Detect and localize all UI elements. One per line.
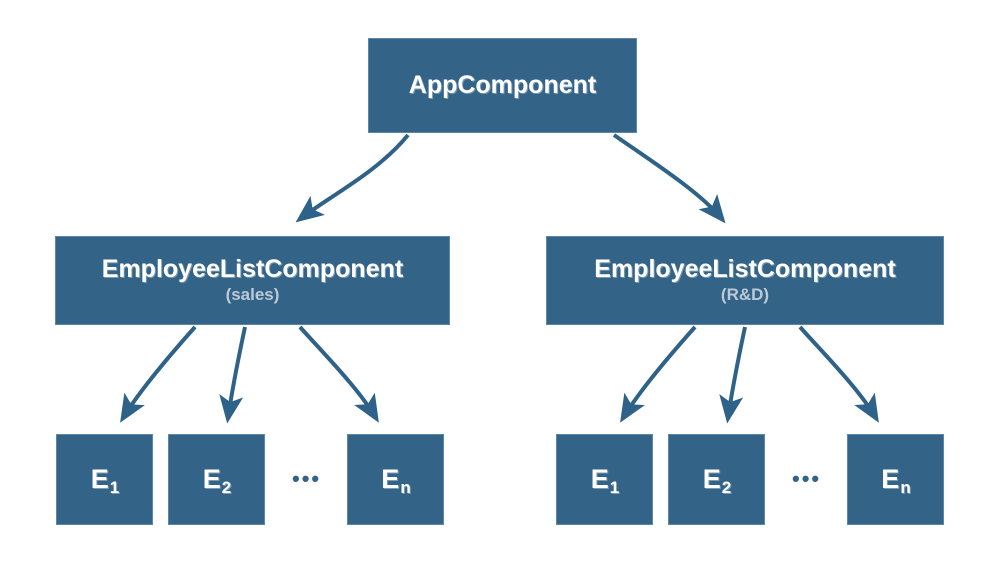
node-employee-sales-n[interactable]: En <box>347 434 444 525</box>
ellipsis-sales: ••• <box>292 466 322 491</box>
node-employee-list-component-rd[interactable]: EmployeeListComponent (R&D) <box>546 236 944 325</box>
ellipsis-rd: ••• <box>792 466 822 491</box>
edge-rd-to-e2 <box>719 326 747 424</box>
node-employee-list-component-rd-subtitle: (R&D) <box>720 285 770 305</box>
node-employee-rd-n-label: En <box>881 463 911 497</box>
node-employee-sales-2[interactable]: E2 <box>168 434 265 525</box>
edge-sales-to-e1 <box>120 325 197 423</box>
node-employee-sales-1[interactable]: E1 <box>56 434 153 525</box>
node-employee-sales-1-label: E1 <box>90 463 120 497</box>
edge-rd-to-en <box>798 325 879 423</box>
edge-rd-to-e1 <box>620 325 697 423</box>
node-employee-rd-1[interactable]: E1 <box>556 434 653 525</box>
node-employee-list-component-sales-label: EmployeeListComponent <box>101 254 404 283</box>
node-employee-rd-2-label: E2 <box>702 463 732 497</box>
node-employee-list-component-sales-subtitle: (sales) <box>225 285 280 305</box>
edge-sales-to-e2 <box>219 326 247 424</box>
edge-app-to-sales <box>295 133 410 223</box>
node-app-component[interactable]: AppComponent <box>368 38 637 133</box>
node-employee-list-component-sales[interactable]: EmployeeListComponent (sales) <box>55 236 450 325</box>
edge-app-to-rd <box>612 133 726 224</box>
node-app-component-label: AppComponent <box>408 70 597 99</box>
edge-sales-to-en <box>298 325 379 423</box>
node-employee-sales-n-label: En <box>381 463 411 497</box>
node-employee-rd-1-label: E1 <box>590 463 620 497</box>
node-employee-sales-2-label: E2 <box>202 463 232 497</box>
node-employee-rd-n[interactable]: En <box>847 434 944 525</box>
node-employee-list-component-rd-label: EmployeeListComponent <box>594 254 896 283</box>
node-employee-rd-2[interactable]: E2 <box>668 434 765 525</box>
